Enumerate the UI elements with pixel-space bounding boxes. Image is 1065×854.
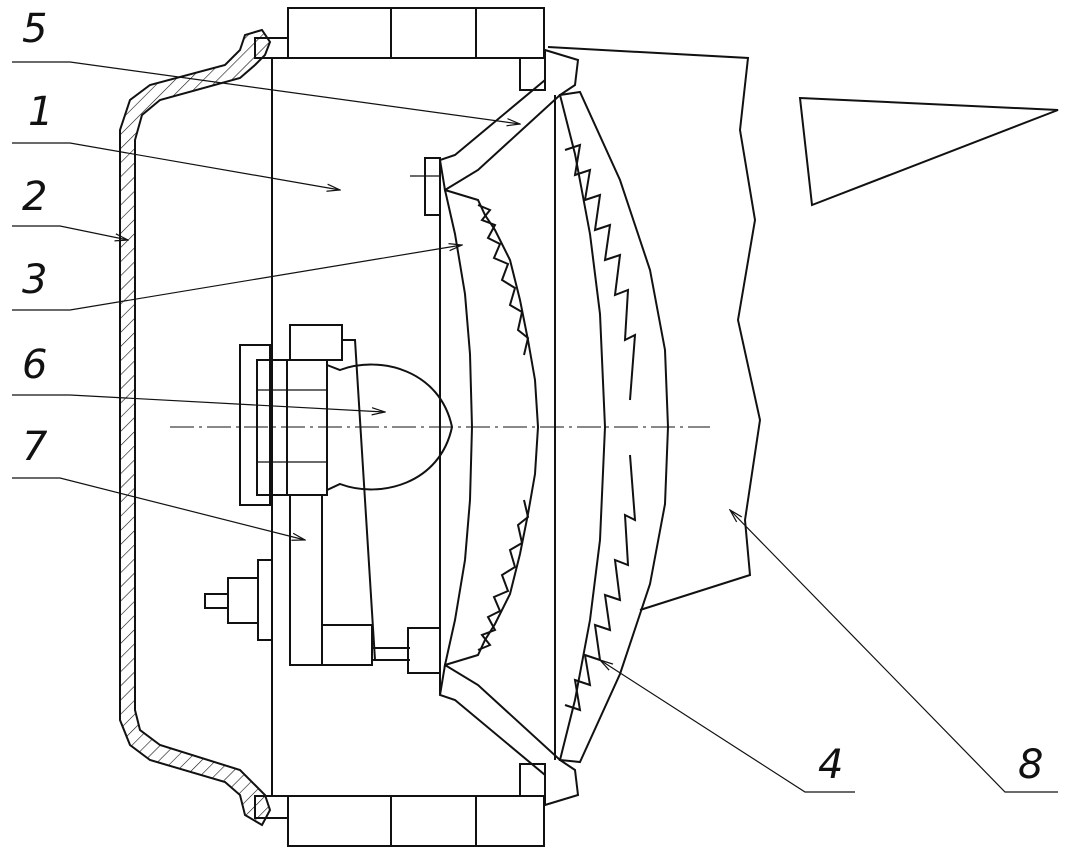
callout-2: 2	[22, 174, 47, 220]
callout-6: 6	[22, 342, 47, 388]
callout-1: 1	[28, 89, 53, 135]
leader-lines	[12, 61, 1058, 793]
bulb-holder	[204, 324, 441, 674]
callout-8: 8	[1018, 742, 1043, 788]
mounting-ring	[254, 7, 546, 847]
rear-housing	[119, 28, 272, 827]
callout-4: 4	[818, 742, 843, 788]
callout-3: 3	[22, 257, 47, 303]
callout-5: 5	[22, 6, 47, 52]
outer-casing	[547, 46, 1059, 611]
outer-lens	[558, 90, 670, 764]
callout-7: 7	[22, 424, 48, 470]
